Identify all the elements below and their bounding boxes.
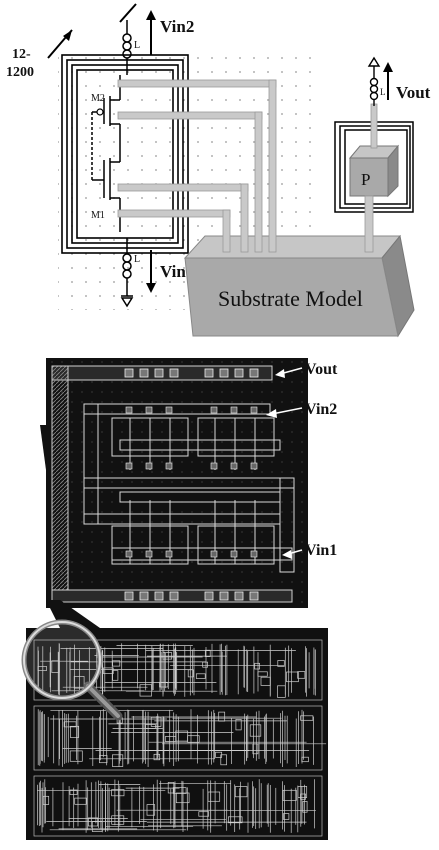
layout-routing	[83, 403, 295, 573]
substrate-connections	[117, 79, 277, 253]
substrate-model-block: Substrate Model	[183, 234, 415, 338]
inductor-top-label: L	[134, 40, 140, 51]
label-12: 12-	[12, 47, 31, 62]
layout-vin1-label: Vin1	[305, 542, 337, 559]
label-1200: 1200	[6, 65, 34, 80]
vout-label: Vout	[396, 83, 431, 102]
vout-probe: P L Vout	[334, 56, 431, 253]
inductor-top	[122, 20, 132, 75]
magnifier-icon	[21, 619, 123, 721]
m1-label: M1	[91, 210, 105, 221]
layout-vin2-label: Vin2	[305, 401, 337, 418]
left-rail	[51, 365, 69, 599]
probe-label: P	[361, 170, 370, 189]
dense-circuitry	[33, 639, 327, 837]
supply-slash	[119, 3, 137, 23]
inductor-bottom-label: L	[134, 254, 140, 265]
inductor-vout-label: L	[380, 87, 386, 97]
substrate-label: Substrate Model	[218, 286, 363, 311]
layout-vout-label: Vout	[305, 361, 338, 378]
vin2-label: Vin2	[160, 17, 194, 36]
inductor-bottom	[120, 238, 134, 308]
layout-panel: Vout Vin2 Vin1	[46, 358, 338, 608]
schematic-diagram: 12- 1200 L Vin2	[6, 3, 431, 338]
m2-label: M2	[91, 93, 105, 104]
guard-ring-loops	[61, 54, 189, 254]
full-layout-panel	[21, 619, 328, 840]
